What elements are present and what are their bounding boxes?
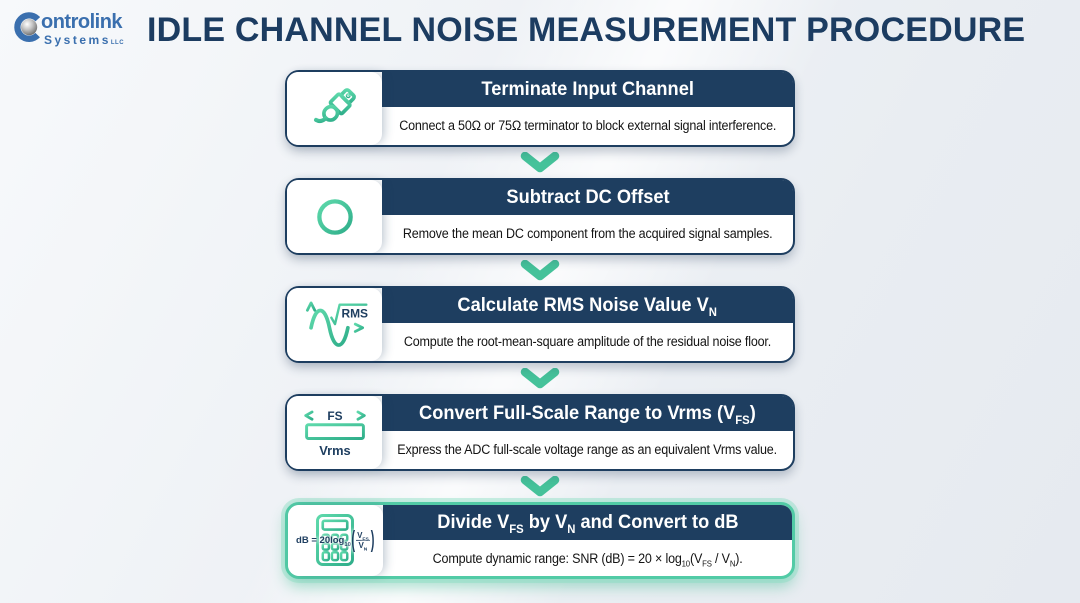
paren-close: )	[370, 527, 375, 554]
step-card-terminate-input: Terminate Input Channel Connect a 50Ω or…	[285, 70, 795, 147]
step-1-description: Connect a 50Ω or 75Ω terminator to block…	[398, 118, 777, 133]
terminator-plug-icon	[313, 87, 356, 123]
step-2-description: Remove the mean DC component from the ac…	[402, 226, 773, 241]
minus-circle-icon	[316, 198, 353, 235]
step-2-title-bar: Subtract DC Offset	[382, 180, 793, 215]
fs-ruler-icon: FS Vrms	[303, 409, 366, 458]
controlink-logo: ontrolink SystemsLLC	[12, 7, 144, 59]
step-1-title-bar: Terminate Input Channel	[382, 72, 793, 107]
chevron-down-icon	[520, 259, 560, 280]
step-2-title: Subtract DC Offset	[505, 186, 670, 208]
step-card-fullscale-vrms: FS Vrms Convert Full-Scale Range to Vrms…	[285, 394, 795, 471]
step-2-description-row: Remove the mean DC component from the ac…	[382, 215, 793, 252]
step-2-icon-box	[287, 180, 382, 253]
step-5-title: Divide VFS by VN and Convert to dB	[436, 511, 739, 536]
rms-label: RMS	[341, 306, 368, 320]
step-4-description-row: Express the ADC full-scale voltage range…	[382, 431, 793, 468]
step-3-title-bar: Calculate RMS Noise Value VN	[382, 288, 793, 323]
step-card-rms-noise: RMS Calculate RMS Noise Value VN Compute…	[285, 286, 795, 363]
paren-open: (	[351, 527, 356, 554]
flow-connector-1	[285, 147, 795, 178]
step-1-icon-box	[287, 72, 382, 145]
flow-connector-3	[285, 363, 795, 394]
step-3-title: Calculate RMS Noise Value VN	[457, 294, 718, 319]
logo-brand-text: ontrolink	[41, 11, 123, 34]
rms-wave-icon: RMS	[302, 301, 368, 348]
logo-suffix: LLC	[110, 40, 125, 46]
step-4-title-bar: Convert Full-Scale Range to Vrms (VFS)	[382, 396, 793, 431]
flow-connector-2	[285, 255, 795, 286]
step-3-description: Compute the root-mean-square amplitude o…	[403, 334, 772, 349]
step-card-subtract-dc: Subtract DC Offset Remove the mean DC co…	[285, 178, 795, 255]
step-5-description-row: Compute dynamic range: SNR (dB) = 20 × l…	[383, 540, 792, 577]
step-5-title-bar: Divide VFS by VN and Convert to dB	[383, 505, 792, 540]
flow-connector-4	[285, 471, 795, 502]
fs-label: FS	[327, 409, 342, 423]
step-1-title: Terminate Input Channel	[481, 78, 694, 100]
chevron-down-icon	[520, 151, 560, 172]
logo-c-mark-icon	[14, 12, 44, 42]
db-formula-prefix: dB = 20log10	[296, 535, 351, 548]
step-5-description: Compute dynamic range: SNR (dB) = 20 × l…	[432, 551, 743, 569]
vrms-label: Vrms	[319, 443, 350, 458]
step-4-title: Convert Full-Scale Range to Vrms (VFS)	[419, 402, 756, 427]
page-title: IDLE CHANNEL NOISE MEASUREMENT PROCEDURE	[147, 11, 1026, 49]
step-3-icon-box: RMS	[287, 288, 382, 361]
step-1-description-row: Connect a 50Ω or 75Ω terminator to block…	[382, 107, 793, 144]
step-4-icon-box: FS Vrms	[287, 396, 382, 469]
step-4-description: Express the ADC full-scale voltage range…	[397, 442, 778, 457]
logo-brand-rest: ontrolink	[41, 11, 123, 33]
procedure-flow: Terminate Input Channel Connect a 50Ω or…	[285, 70, 795, 579]
logo-division-text: SystemsLLC	[44, 33, 124, 47]
chevron-down-icon	[520, 475, 560, 496]
step-3-description-row: Compute the root-mean-square amplitude o…	[382, 323, 793, 360]
logo-division: Systems	[44, 33, 111, 47]
chevron-down-icon	[520, 367, 560, 388]
